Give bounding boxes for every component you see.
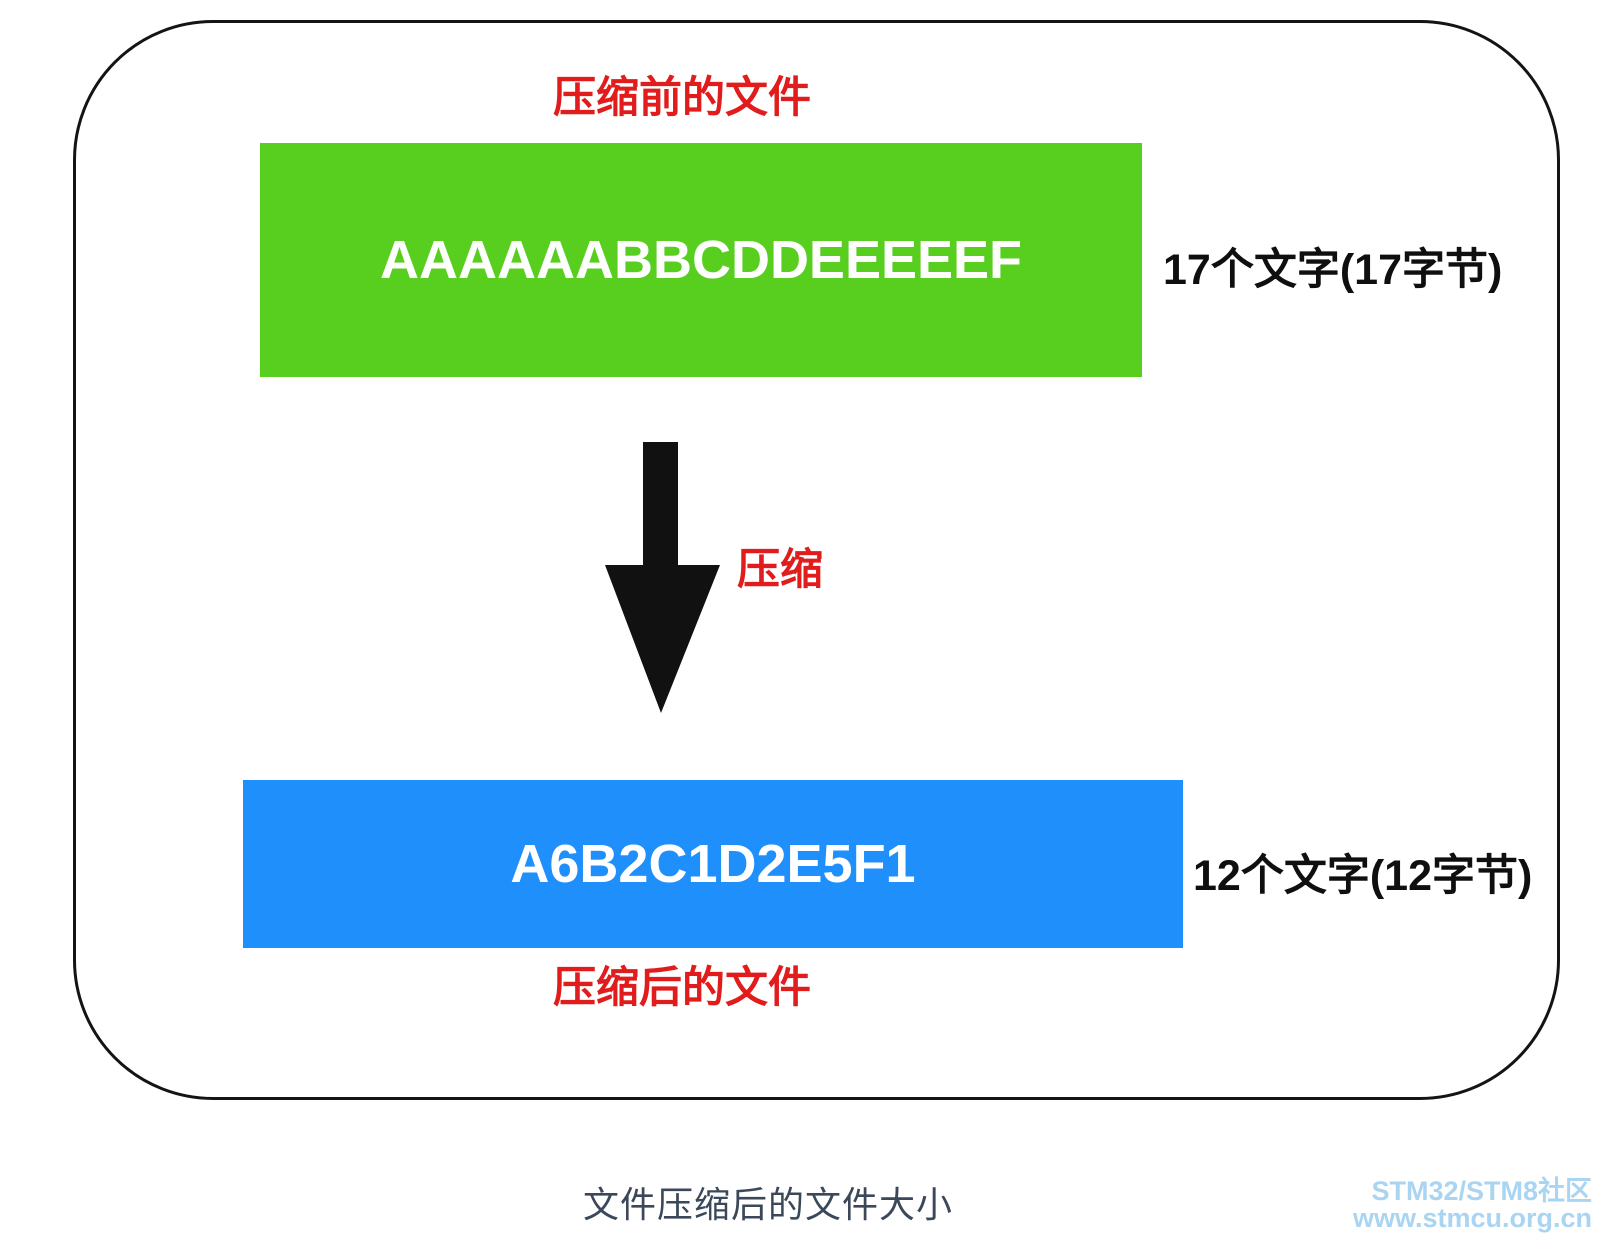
- diagram-caption: 文件压缩后的文件大小: [583, 1184, 954, 1225]
- compressed-file-box: A6B2C1D2E5F1: [243, 780, 1183, 948]
- label-after-compression: 压缩后的文件: [553, 964, 811, 1012]
- watermark-line1: STM32/STM8社区: [1371, 1176, 1592, 1206]
- uncompressed-file-box: AAAAAABBCDDEEEEEF: [260, 143, 1142, 377]
- compressed-file-text: A6B2C1D2E5F1: [510, 834, 916, 894]
- outer-rounded-frame: [73, 20, 1560, 1100]
- uncompressed-file-text: AAAAAABBCDDEEEEEF: [379, 230, 1023, 290]
- watermark: STM32/STM8社区 www.stmcu.org.cn: [1353, 1178, 1592, 1232]
- watermark-line2: www.stmcu.org.cn: [1352, 1203, 1592, 1233]
- label-before-compression: 压缩前的文件: [553, 74, 811, 122]
- byte-count-after: 12个文字(12字节): [1193, 852, 1533, 900]
- compress-label: 压缩: [737, 546, 823, 594]
- byte-count-before: 17个文字(17字节): [1163, 246, 1503, 294]
- down-arrow-icon: [605, 442, 720, 713]
